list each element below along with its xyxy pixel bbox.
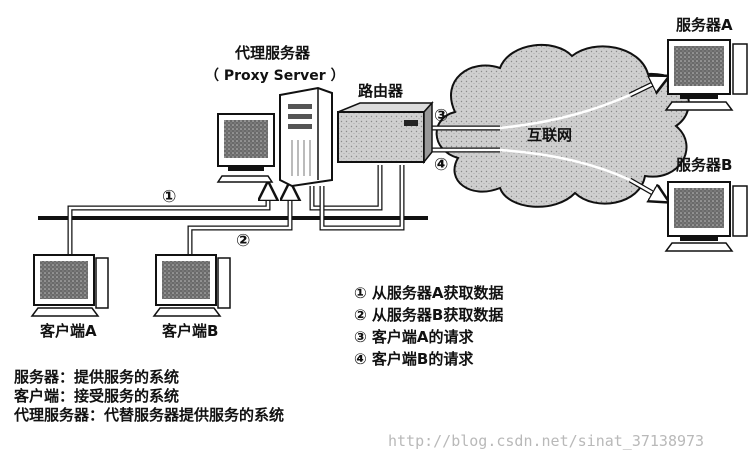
step-legend: ① 从服务器A获取数据 ② 从服务器B获取数据 ③ 客户端A的请求 ④ 客户端B… [354,284,504,368]
router: 路由器 [337,82,434,165]
step-marker-1: ① [162,187,176,207]
definition-proxy: 代理服务器：代替服务器提供服务的系统 [13,406,284,424]
watermark: http://blog.csdn.net/sinat_37138973 [388,432,704,450]
legend-step-1: ① 从服务器A获取数据 [354,284,504,302]
proxy-server: 代理服务器 （ Proxy Server ） [205,44,345,188]
legend-step-4: ④ 客户端B的请求 [354,350,474,368]
step-marker-2: ② [236,231,250,251]
client-a-label: 客户端A [39,322,97,340]
client-b: 客户端B [152,254,231,340]
legend-step-2: ② 从服务器B获取数据 [354,306,503,324]
proxy-tower [279,86,333,188]
server-b-label: 服务器B [676,156,732,174]
server-a: 服务器A [664,16,748,111]
router-label: 路由器 [358,82,404,100]
server-a-label: 服务器A [676,16,733,34]
flow-paths [67,78,665,255]
proxy-subtitle: （ Proxy Server ） [205,68,345,84]
server-b: 服务器B [664,156,748,252]
client-b-label: 客户端B [161,322,218,340]
step-marker-3: ③ [434,106,448,126]
definition-client: 客户端：接受服务的系统 [13,387,179,405]
internet-cloud: 互联网 [435,43,690,208]
internet-label: 互联网 [527,126,572,144]
step-marker-4: ④ [434,155,448,175]
definition-server: 服务器：提供服务的系统 [14,368,179,386]
legend-step-3: ③ 客户端A的请求 [354,328,475,346]
proxy-title: 代理服务器 [234,44,311,62]
client-a: 客户端A [30,254,109,340]
definitions: 服务器：提供服务的系统 客户端：接受服务的系统 代理服务器：代替服务器提供服务的… [13,368,284,424]
proxy-monitor [216,113,275,183]
